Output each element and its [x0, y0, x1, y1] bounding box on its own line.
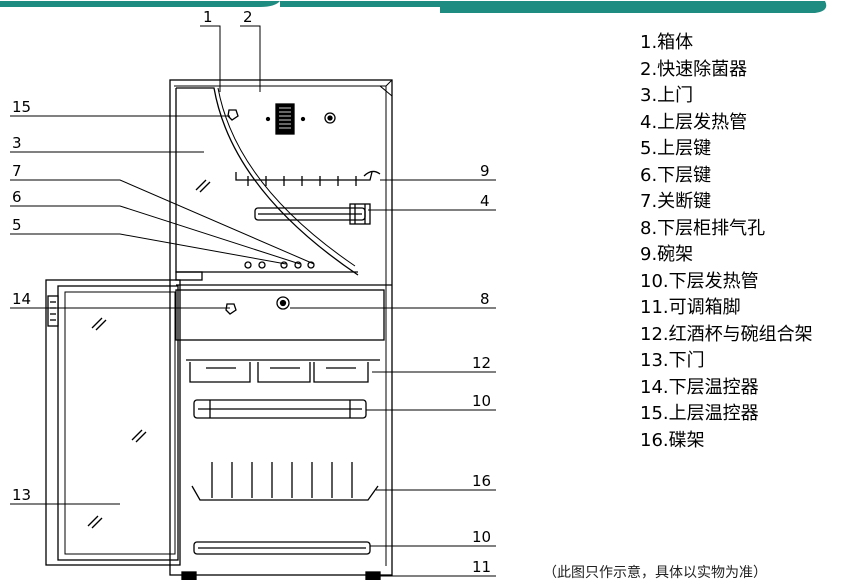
- cabinet-body: [169, 79, 393, 576]
- callout-10-upper: 10: [472, 392, 491, 410]
- bowl-rack: [235, 171, 373, 181]
- adjustable-foot: [181, 571, 197, 580]
- callout-9: 9: [480, 162, 490, 180]
- callout-16: 16: [472, 472, 491, 490]
- legend-item: 11.可调箱脚: [640, 297, 741, 318]
- callout-14: 14: [12, 290, 31, 308]
- callout-13: 13: [12, 486, 31, 504]
- callout-2: 2: [243, 8, 253, 26]
- callout-12: 12: [472, 354, 491, 372]
- sterilizer-display: [275, 103, 295, 135]
- plate-rack: [191, 485, 379, 501]
- legend-item: 7.关断键: [640, 191, 712, 212]
- legend-item: 1.箱体: [640, 32, 694, 53]
- key-button: [244, 261, 252, 269]
- legend-item: 4.上层发热管: [640, 111, 748, 133]
- legend-item: 9.碗架: [640, 244, 694, 265]
- lower-heating-tube: [193, 399, 367, 419]
- legend-item: 6.下层键: [640, 164, 712, 186]
- callout-15: 15: [12, 98, 31, 116]
- exhaust-port: [276, 296, 290, 310]
- parts-legend: 1.箱体 2.快速除菌器 3.上门 4.上层发热管 5.上层键 6.下层键 7.…: [640, 30, 813, 454]
- header-bar: [0, 0, 849, 14]
- lower-thermostat: [225, 303, 237, 315]
- legend-item: 12.红酒杯与碗组合架: [640, 323, 813, 345]
- upper-thermostat: [227, 109, 239, 121]
- upper-knob: [324, 112, 336, 124]
- callout-3: 3: [12, 134, 22, 152]
- legend-item: 5.上层键: [640, 138, 712, 159]
- legend-item: 16.碟架: [640, 429, 705, 451]
- callout-6: 6: [12, 188, 22, 206]
- legend-item: 8.下层柜排气孔: [640, 217, 766, 239]
- callout-4: 4: [480, 192, 490, 210]
- lower-door: [45, 279, 181, 566]
- header-banner: [0, 1, 827, 13]
- callout-1: 1: [203, 8, 213, 26]
- legend-item: 14.下层温控器: [640, 376, 759, 398]
- legend-item: 13.下门: [640, 350, 705, 371]
- legend-item: 10.下层发热管: [640, 270, 759, 292]
- callout-8: 8: [480, 290, 490, 308]
- legend-item: 2.快速除菌器: [640, 58, 748, 80]
- callout-7: 7: [12, 162, 22, 180]
- callout-11: 11: [472, 558, 491, 576]
- callout-10-lower: 10: [472, 528, 491, 546]
- legend-item: 3.上门: [640, 85, 694, 106]
- callout-5: 5: [12, 216, 22, 234]
- disclaimer-caption: （此图只作示意，具体以实物为准）: [543, 565, 767, 581]
- legend-item: 15.上层温控器: [640, 403, 759, 424]
